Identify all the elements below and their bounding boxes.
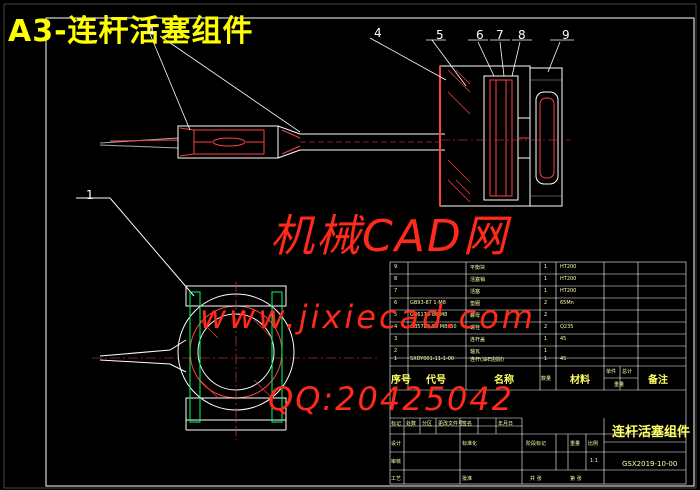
parts-cell-qty: 1: [544, 356, 548, 362]
parts-cell-seq: 6: [394, 300, 398, 306]
watermark-url: www.jixiecad.com: [200, 298, 536, 336]
parts-cell-qty: 1: [544, 348, 548, 354]
parts-cell-code: SXDY001-11-1-00: [410, 356, 455, 362]
parts-cell-qty: 2: [544, 324, 548, 330]
parts-cell-name: 连杆(油石刮削): [470, 357, 504, 363]
lb-review: 审核: [391, 459, 402, 465]
watermark-qq: QQ:20425042: [268, 380, 515, 418]
parts-cell-name: 活塞销: [470, 277, 486, 283]
parts-cell-qty: 2: [544, 312, 548, 318]
header-weight: 重量: [614, 382, 625, 388]
parts-cell-qty: 1: [544, 276, 548, 282]
header-seq: 序号: [391, 375, 411, 386]
watermark-site-name: 机械CAD网: [270, 211, 509, 262]
lb-scale: 比例: [588, 441, 599, 447]
parts-cell-seq: 4: [394, 324, 398, 330]
callout-4: 4: [374, 26, 382, 40]
parts-cell-material: 65Mn: [560, 300, 574, 306]
callout-1: 1: [86, 188, 94, 202]
parts-cell-seq: 5: [394, 312, 398, 318]
lb-approve: 批准: [462, 476, 473, 482]
drawing-name: 连杆活塞组件: [612, 425, 691, 440]
callout-6: 6: [476, 28, 484, 42]
callout-5: 5: [436, 28, 444, 42]
parts-cell-qty: 1: [544, 288, 548, 294]
parts-cell-qty: 1: [544, 264, 548, 270]
title-block-grid: [389, 261, 687, 485]
lb-mark: 标记: [391, 421, 402, 427]
header-material: 材料: [570, 375, 590, 386]
parts-cell-material: HT200: [560, 276, 577, 282]
lb-scale-value: 1:1: [590, 458, 599, 464]
parts-cell-material: HT200: [560, 288, 577, 294]
header-code: 代号: [426, 375, 446, 386]
lb-zone: 分区: [422, 421, 433, 427]
parts-cell-seq: 2: [394, 348, 398, 354]
lb-design: 设计: [391, 441, 402, 447]
lb-stage-mark: 阶段标记: [526, 441, 547, 447]
header-total: 总计: [622, 369, 633, 375]
parts-cell-material: Q235: [560, 324, 574, 330]
callout-4-left: 4: [147, 24, 155, 38]
piston-assembly-view: [99, 65, 570, 207]
parts-cell-code: GB6170-86 M8: [410, 312, 448, 318]
lb-date: 年月日: [498, 421, 514, 427]
lb-sign: 签名: [462, 421, 473, 427]
parts-cell-name: 螺母: [470, 313, 481, 319]
drawing-title: A3-连杆活塞组件: [8, 14, 254, 49]
header-name: 名称: [494, 375, 514, 386]
parts-cell-material: 45: [560, 336, 567, 342]
callout-8: 8: [518, 28, 526, 42]
big-end-view: [76, 197, 380, 440]
header-single: 单件: [606, 369, 617, 375]
callout-leaders-top: [149, 33, 574, 133]
lb-sheets: 共 张: [530, 476, 542, 482]
parts-cell-material: HT200: [560, 264, 577, 270]
lb-count: 处数: [406, 421, 417, 427]
callout-7: 7: [496, 28, 504, 42]
parts-cell-seq: 3: [394, 336, 398, 342]
lb-doc-no: 更改文件号: [438, 421, 464, 427]
parts-cell-name: 垫圈: [470, 301, 481, 307]
callout-9: 9: [562, 28, 570, 42]
parts-cell-seq: 9: [394, 264, 398, 270]
lb-process: 工艺: [391, 476, 402, 482]
parts-cell-code: GB5782-86 M8x50: [410, 324, 457, 330]
parts-cell-name: 活塞: [470, 289, 481, 295]
drawing-code: GSX2019-10-00: [622, 460, 678, 468]
parts-cell-code: GB93-87 1-M8: [410, 300, 446, 306]
drawing-frame: [45, 17, 695, 487]
parts-cell-name: 连杆盖: [470, 337, 486, 343]
parts-cell-name: 平衡块: [470, 265, 486, 271]
outer-border: [3, 3, 697, 489]
lb-weight: 重量: [570, 441, 581, 447]
lb-standardize: 标准化: [462, 441, 478, 447]
parts-cell-material: 45: [560, 356, 567, 362]
parts-cell-qty: 1: [544, 336, 548, 342]
lb-sheet-no: 第 张: [570, 476, 582, 482]
parts-cell-qty: 2: [544, 300, 548, 306]
parts-cell-seq: 8: [394, 276, 398, 282]
header-qty: 数量: [541, 376, 552, 382]
parts-cell-seq: 7: [394, 288, 398, 294]
parts-cell-name: 轴瓦: [470, 349, 481, 355]
header-remark: 备注: [648, 375, 668, 386]
parts-cell-name: 螺栓: [470, 325, 481, 331]
parts-cell-seq: 1: [394, 356, 398, 362]
